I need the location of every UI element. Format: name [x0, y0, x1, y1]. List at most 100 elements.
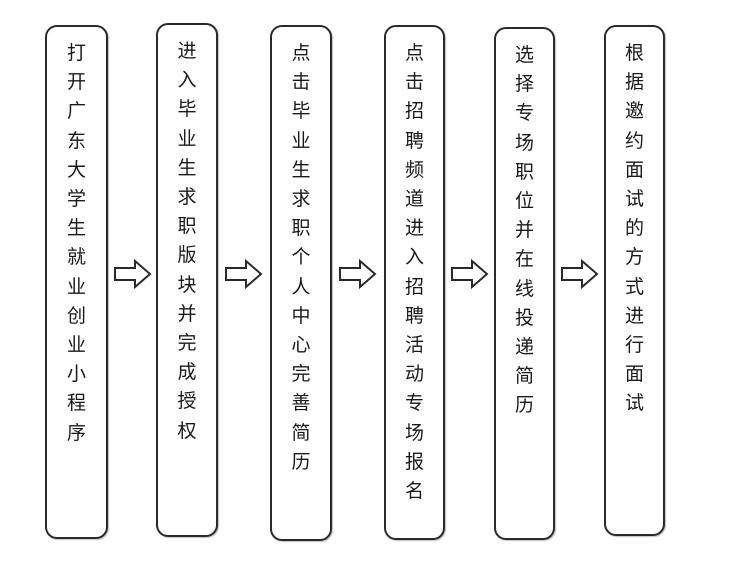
step-label-char: 历 [291, 450, 311, 473]
step-label-char: 学 [66, 188, 86, 211]
step-label-char: 选 [514, 44, 534, 66]
step-label-char: 击 [404, 71, 424, 94]
step-label-char: 动 [404, 363, 424, 386]
step-label-char: 块 [177, 273, 197, 296]
step-label-char: 就 [66, 246, 86, 269]
step-label-char: 完 [291, 363, 311, 386]
step-label-char: 毕 [291, 100, 311, 123]
step-label-char: 并 [177, 302, 197, 325]
step-label-char: 求 [291, 188, 311, 211]
step-label-char: 场 [404, 421, 424, 444]
step-label-char: 并 [514, 219, 534, 242]
step-label-char: 生 [291, 158, 311, 181]
step-label-char: 历 [514, 394, 534, 417]
step-label-char: 名 [404, 480, 424, 503]
step-label-char: 简 [514, 365, 534, 388]
right-arrow-icon [339, 259, 377, 289]
step-label-char: 中 [291, 304, 311, 327]
step-label-char: 业 [177, 127, 197, 150]
step-box-3: 点击毕业生求职个人中心完善简历 [270, 25, 332, 541]
step-label-char: 大 [66, 158, 86, 181]
step-label-char: 入 [404, 246, 424, 269]
step-label-char: 完 [177, 332, 197, 355]
step-label-char: 约 [624, 129, 644, 152]
step-label-char: 程 [66, 392, 86, 415]
step-label-char: 开 [66, 71, 86, 94]
step-label-char: 打 [66, 42, 86, 64]
step-label: 点击招聘频道进入招聘活动专场报名 [405, 39, 424, 506]
step-label-char: 点 [291, 42, 311, 64]
step-label-char: 版 [177, 244, 197, 267]
step-label-char: 在 [514, 248, 534, 271]
step-label: 选择专场职位并在线投递简历 [515, 41, 534, 421]
right-arrow-icon [451, 259, 489, 289]
step-label-char: 频 [404, 158, 424, 181]
step-box-6: 根据邀约面试的方式进行面试 [604, 25, 665, 536]
step-label-char: 序 [66, 421, 86, 444]
step-label-char: 创 [66, 304, 86, 327]
step-label-char: 职 [514, 160, 534, 183]
step-label-char: 进 [404, 217, 424, 240]
step-label-char: 递 [514, 336, 534, 359]
right-arrow-icon [114, 259, 152, 289]
step-label-char: 场 [514, 131, 534, 154]
step-label-char: 招 [404, 100, 424, 123]
step-label: 点击毕业生求职个人中心完善简历 [291, 39, 310, 477]
step-label-char: 简 [291, 421, 311, 444]
step-label-char: 根 [624, 42, 644, 64]
step-label-char: 行 [624, 334, 644, 357]
step-label-char: 东 [66, 129, 86, 152]
step-label-char: 权 [177, 419, 197, 442]
step-label-char: 招 [404, 275, 424, 298]
right-arrow-icon [561, 259, 599, 289]
step-label-char: 专 [514, 102, 534, 125]
step-label-char: 善 [291, 392, 311, 415]
step-label-char: 职 [291, 217, 311, 240]
step-label-char: 心 [291, 334, 311, 357]
step-label-char: 试 [624, 392, 644, 415]
step-label-char: 报 [404, 450, 424, 473]
right-arrow-icon [225, 259, 263, 289]
step-label-char: 入 [177, 69, 197, 92]
step-label-char: 点 [404, 42, 424, 64]
step-label-char: 位 [514, 190, 534, 213]
step-label-char: 聘 [404, 304, 424, 327]
step-box-1: 打开广东大学生就业创业小程序 [45, 25, 108, 539]
step-label-char: 业 [66, 275, 86, 298]
step-label: 进入毕业生求职版块并完成授权 [177, 37, 196, 446]
step-label-char: 人 [291, 275, 311, 298]
step-label: 打开广东大学生就业创业小程序 [67, 39, 86, 448]
step-label-char: 活 [404, 334, 424, 357]
step-label-char: 线 [514, 277, 534, 300]
step-label-char: 击 [291, 71, 311, 94]
step-label-char: 职 [177, 215, 197, 238]
step-label-char: 式 [624, 275, 644, 298]
step-label-char: 邀 [624, 100, 644, 123]
step-label-char: 广 [66, 100, 86, 123]
step-label-char: 求 [177, 186, 197, 209]
step-label-char: 生 [177, 156, 197, 179]
step-label-char: 进 [624, 304, 644, 327]
step-label: 根据邀约面试的方式进行面试 [625, 39, 644, 419]
step-label-char: 业 [291, 129, 311, 152]
step-label-char: 聘 [404, 129, 424, 152]
step-label-char: 专 [404, 392, 424, 415]
step-label-char: 的 [624, 217, 644, 240]
step-label-char: 据 [624, 71, 644, 94]
step-box-4: 点击招聘频道进入招聘活动专场报名 [384, 25, 445, 540]
step-label-char: 生 [66, 217, 86, 240]
step-box-2: 进入毕业生求职版块并完成授权 [156, 23, 218, 537]
step-label-char: 择 [514, 73, 534, 96]
step-label-char: 毕 [177, 98, 197, 121]
step-label-char: 业 [66, 334, 86, 357]
step-label-char: 成 [177, 361, 197, 384]
step-label-char: 面 [624, 363, 644, 386]
step-label-char: 道 [404, 188, 424, 211]
step-box-5: 选择专场职位并在线投递简历 [494, 27, 555, 540]
step-label-char: 面 [624, 158, 644, 181]
step-label-char: 进 [177, 40, 197, 62]
step-label-char: 投 [514, 306, 534, 329]
step-label-char: 小 [66, 363, 86, 386]
step-label-char: 试 [624, 188, 644, 211]
step-label-char: 授 [177, 390, 197, 413]
